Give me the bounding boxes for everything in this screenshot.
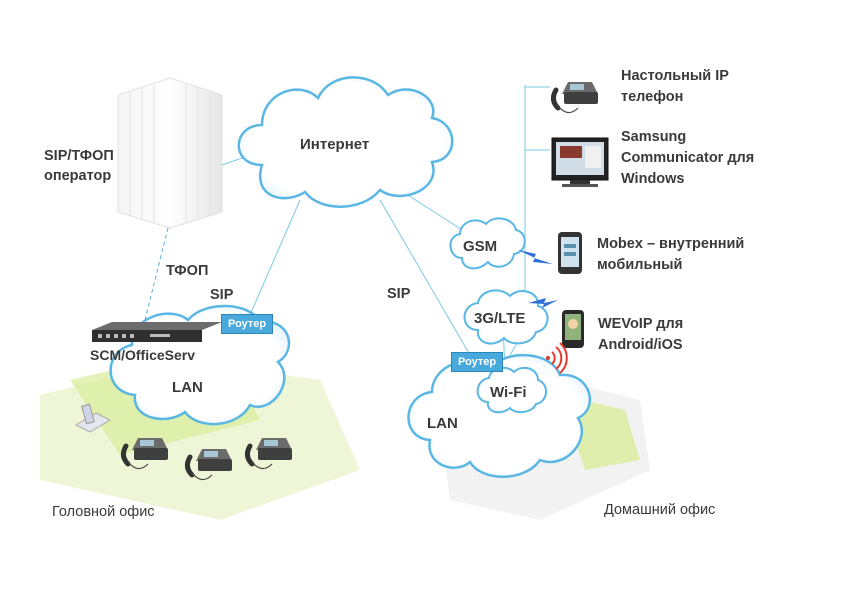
- wifi-signal-icon: [546, 342, 568, 374]
- scm-label: SCM/OfficeServ: [90, 347, 196, 363]
- lan-label-right: LAN: [427, 415, 458, 432]
- ip-desk-phone: [553, 82, 598, 113]
- gsm-cloud: [449, 217, 526, 270]
- device-ip-phone-line2: телефон: [621, 89, 684, 105]
- device-mobex-line2: мобильный: [597, 257, 683, 273]
- internet-label: Интернет: [300, 136, 370, 153]
- sip-label-left: SIP: [210, 287, 234, 303]
- device-ip-phone-line1: Настольный IP: [621, 68, 729, 84]
- wevoip-phone: [562, 310, 584, 348]
- wifi-label: Wi-Fi: [490, 384, 527, 401]
- link-internet-home: [379, 199, 471, 356]
- link-lan-internet: [249, 199, 301, 316]
- lan-label-left: LAN: [172, 379, 203, 396]
- pc-monitor: [551, 137, 609, 187]
- operator-label-line2: оператор: [44, 168, 112, 184]
- device-mobex-line1: Mobex – внутренний: [597, 236, 745, 252]
- operator-label-line1: SIP/ТФОП: [44, 148, 114, 164]
- device-wevoip-line1: WEVoIP для: [598, 316, 684, 332]
- router-right: Роутер: [451, 352, 504, 372]
- operator-building: [117, 77, 223, 229]
- link-pstn-dashed: [144, 227, 169, 321]
- router-left: Роутер: [221, 314, 274, 334]
- device-communicator-line2: Communicator для: [621, 150, 755, 166]
- signal-bolt-lte: [528, 298, 558, 308]
- gsm-label: GSM: [463, 238, 498, 255]
- device-wevoip-line2: Android/iOS: [598, 337, 683, 353]
- home-office-label: Домашний офис: [604, 502, 716, 518]
- scm-server: [92, 322, 222, 342]
- head-office-label: Головной офис: [52, 504, 155, 520]
- signal-bolt-gsm: [518, 250, 553, 264]
- device-communicator-line3: Windows: [621, 171, 685, 187]
- sip-label-right: SIP: [387, 286, 411, 302]
- pstn-label: ТФОП: [166, 263, 209, 279]
- wifi-cloud: [476, 366, 547, 414]
- internet-cloud: [237, 76, 454, 208]
- lte-label: 3G/LTE: [474, 310, 526, 327]
- link-internet-gsm: [399, 189, 471, 236]
- dect-phone: [74, 403, 112, 433]
- device-communicator-line1: Samsung: [621, 129, 687, 145]
- mobex-phone: [558, 232, 582, 274]
- lte-cloud: [463, 289, 549, 345]
